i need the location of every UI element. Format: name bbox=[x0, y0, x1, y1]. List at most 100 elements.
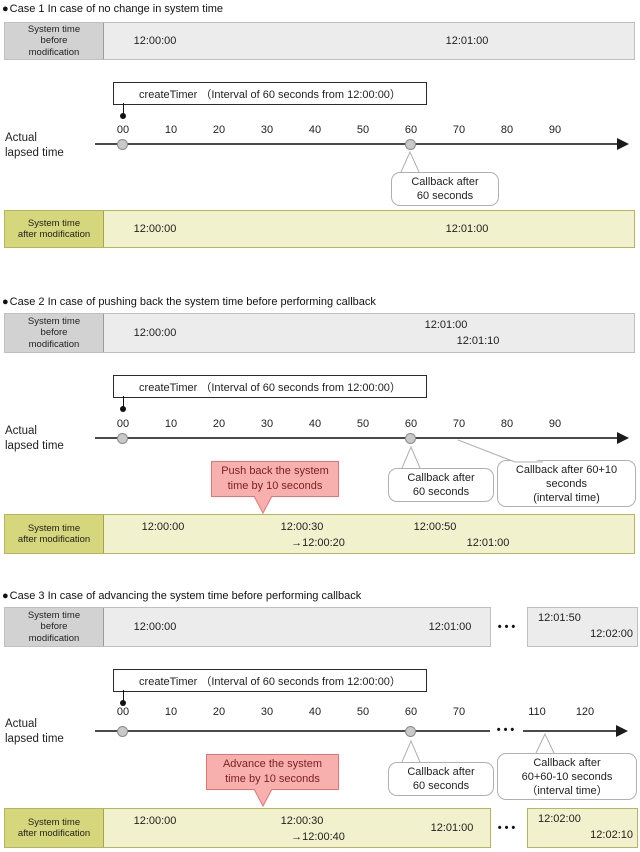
create-timer-label: createTimer （Interval of 60 seconds from… bbox=[139, 675, 401, 688]
axis-tick: 90 bbox=[548, 418, 562, 430]
callout-line: (interval time) bbox=[533, 491, 600, 504]
bullet-icon: ● bbox=[2, 590, 9, 602]
pushback-note: Push back the system time by 10 seconds bbox=[211, 461, 339, 497]
axis-tick: 30 bbox=[260, 706, 274, 718]
bar-label-line: System time bbox=[27, 816, 81, 828]
bar-label-line: before bbox=[40, 327, 68, 339]
time-label: 12:00:50 bbox=[413, 521, 457, 533]
axis-title-line: lapsed time bbox=[5, 146, 64, 159]
after-modification-bar: System time after modification 12:00:00 … bbox=[4, 210, 635, 248]
axis-tick: 00 bbox=[116, 124, 130, 136]
axis-tick: 40 bbox=[308, 418, 322, 430]
callout-pointer-icon bbox=[400, 151, 420, 173]
axis-title-line: Actual bbox=[5, 132, 37, 144]
note-line: Push back the system bbox=[221, 465, 329, 477]
note-line: time by 10 seconds bbox=[227, 480, 323, 492]
axis-tick: 70 bbox=[452, 706, 466, 718]
ellipsis-dots: ••• bbox=[497, 822, 519, 834]
timer-connector-line bbox=[123, 690, 124, 702]
axis-tick: 40 bbox=[308, 706, 322, 718]
callout-line: Callback after bbox=[533, 756, 601, 769]
case-1-title: ●Case 1 In case of no change in system t… bbox=[2, 3, 223, 15]
callout-line: Callback after bbox=[407, 766, 475, 778]
timer-connector-dot bbox=[120, 113, 126, 119]
axis-arrow-icon bbox=[616, 725, 628, 737]
create-timer-label: createTimer （Interval of 60 seconds from… bbox=[139, 381, 401, 394]
create-timer-box: createTimer （Interval of 60 seconds from… bbox=[113, 375, 427, 398]
ellipsis-dots: ••• bbox=[497, 621, 519, 633]
axis-title: Actual lapsed time bbox=[5, 131, 64, 161]
axis-line bbox=[523, 730, 617, 732]
axis-dot-60 bbox=[405, 139, 416, 150]
axis-dot-00 bbox=[117, 726, 128, 737]
bar-label: System time after modification bbox=[5, 211, 104, 247]
bar-label-line: before bbox=[40, 35, 68, 47]
axis-dot-00 bbox=[117, 433, 128, 444]
case-2-title-text: Case 2 In case of pushing back the syste… bbox=[9, 296, 376, 308]
axis-tick: 20 bbox=[212, 706, 226, 718]
axis-title-line: Actual bbox=[5, 718, 37, 730]
axis-tick: 110 bbox=[528, 706, 546, 718]
timer-connector-dot bbox=[120, 700, 126, 706]
case-3-title: ●Case 3 In case of advancing the system … bbox=[2, 590, 361, 602]
axis-title: Actual lapsed time bbox=[5, 424, 64, 454]
bar-label-line: System time bbox=[27, 24, 81, 36]
time-label: 12:01:10 bbox=[456, 335, 500, 347]
time-label: 12:02:10 bbox=[590, 829, 633, 841]
axis-tick: 80 bbox=[500, 124, 514, 136]
axis-tick: 50 bbox=[356, 418, 370, 430]
callout-line: （interval time） bbox=[526, 784, 608, 797]
callout-line: 60 seconds bbox=[412, 486, 470, 498]
time-label: 12:00:00 bbox=[133, 815, 177, 827]
advance-note: Advance the system time by 10 seconds bbox=[206, 754, 339, 790]
axis-dot-60 bbox=[405, 726, 416, 737]
after-modification-bar-right: 12:02:00 12:02:10 bbox=[527, 808, 638, 848]
bar-label-line: modification bbox=[28, 338, 80, 350]
time-label: 12:01:00 bbox=[445, 35, 489, 47]
axis-line bbox=[95, 437, 618, 439]
time-label: →12:00:20 bbox=[291, 537, 345, 549]
bar-label-line: System time bbox=[27, 522, 81, 534]
callout-line: seconds bbox=[546, 477, 587, 490]
axis-title: Actual lapsed time bbox=[5, 717, 64, 747]
axis-tick: 00 bbox=[116, 418, 130, 430]
axis-tick: 30 bbox=[260, 418, 274, 430]
time-label: 12:01:00 bbox=[428, 621, 472, 633]
time-label: 12:02:00 bbox=[538, 813, 581, 825]
ellipsis-dots: ••• bbox=[496, 724, 518, 736]
axis-line bbox=[95, 730, 490, 732]
axis-tick: 50 bbox=[356, 706, 370, 718]
note-pointer-icon bbox=[253, 788, 273, 808]
axis-tick: 60 bbox=[404, 124, 418, 136]
axis-tick: 20 bbox=[212, 124, 226, 136]
time-label: 12:00:00 bbox=[141, 521, 185, 533]
axis-title-line: lapsed time bbox=[5, 439, 64, 452]
time-label: 12:01:00 bbox=[424, 319, 468, 331]
bar-label-line: after modification bbox=[17, 534, 91, 545]
callout-pointer-icon bbox=[401, 740, 421, 763]
axis-title-line: lapsed time bbox=[5, 732, 64, 745]
time-label: 12:00:00 bbox=[133, 621, 177, 633]
axis-tick: 120 bbox=[575, 706, 595, 718]
axis-tick: 10 bbox=[164, 706, 178, 718]
callout-line: Callback after bbox=[407, 472, 475, 484]
timer-connector-line bbox=[123, 396, 124, 408]
axis-tick: 40 bbox=[308, 124, 322, 136]
axis-tick: 70 bbox=[452, 418, 466, 430]
timer-connector-line bbox=[123, 103, 124, 115]
axis-line bbox=[95, 143, 618, 145]
bar-label-line: after modification bbox=[17, 229, 91, 240]
axis-tick: 80 bbox=[500, 418, 514, 430]
note-pointer-icon bbox=[253, 495, 273, 515]
time-label: 12:01:00 bbox=[466, 537, 510, 549]
bar-label-line: modification bbox=[28, 46, 80, 58]
bar-label-line: after modification bbox=[17, 828, 91, 839]
axis-arrow-icon bbox=[617, 138, 629, 150]
before-modification-bar: System time before modification 12:00:00… bbox=[4, 22, 635, 60]
axis-tick: 60 bbox=[404, 706, 418, 718]
case-1-title-text: Case 1 In case of no change in system ti… bbox=[9, 3, 224, 15]
create-timer-box: createTimer （Interval of 60 seconds from… bbox=[113, 82, 427, 105]
bullet-icon: ● bbox=[2, 296, 9, 308]
